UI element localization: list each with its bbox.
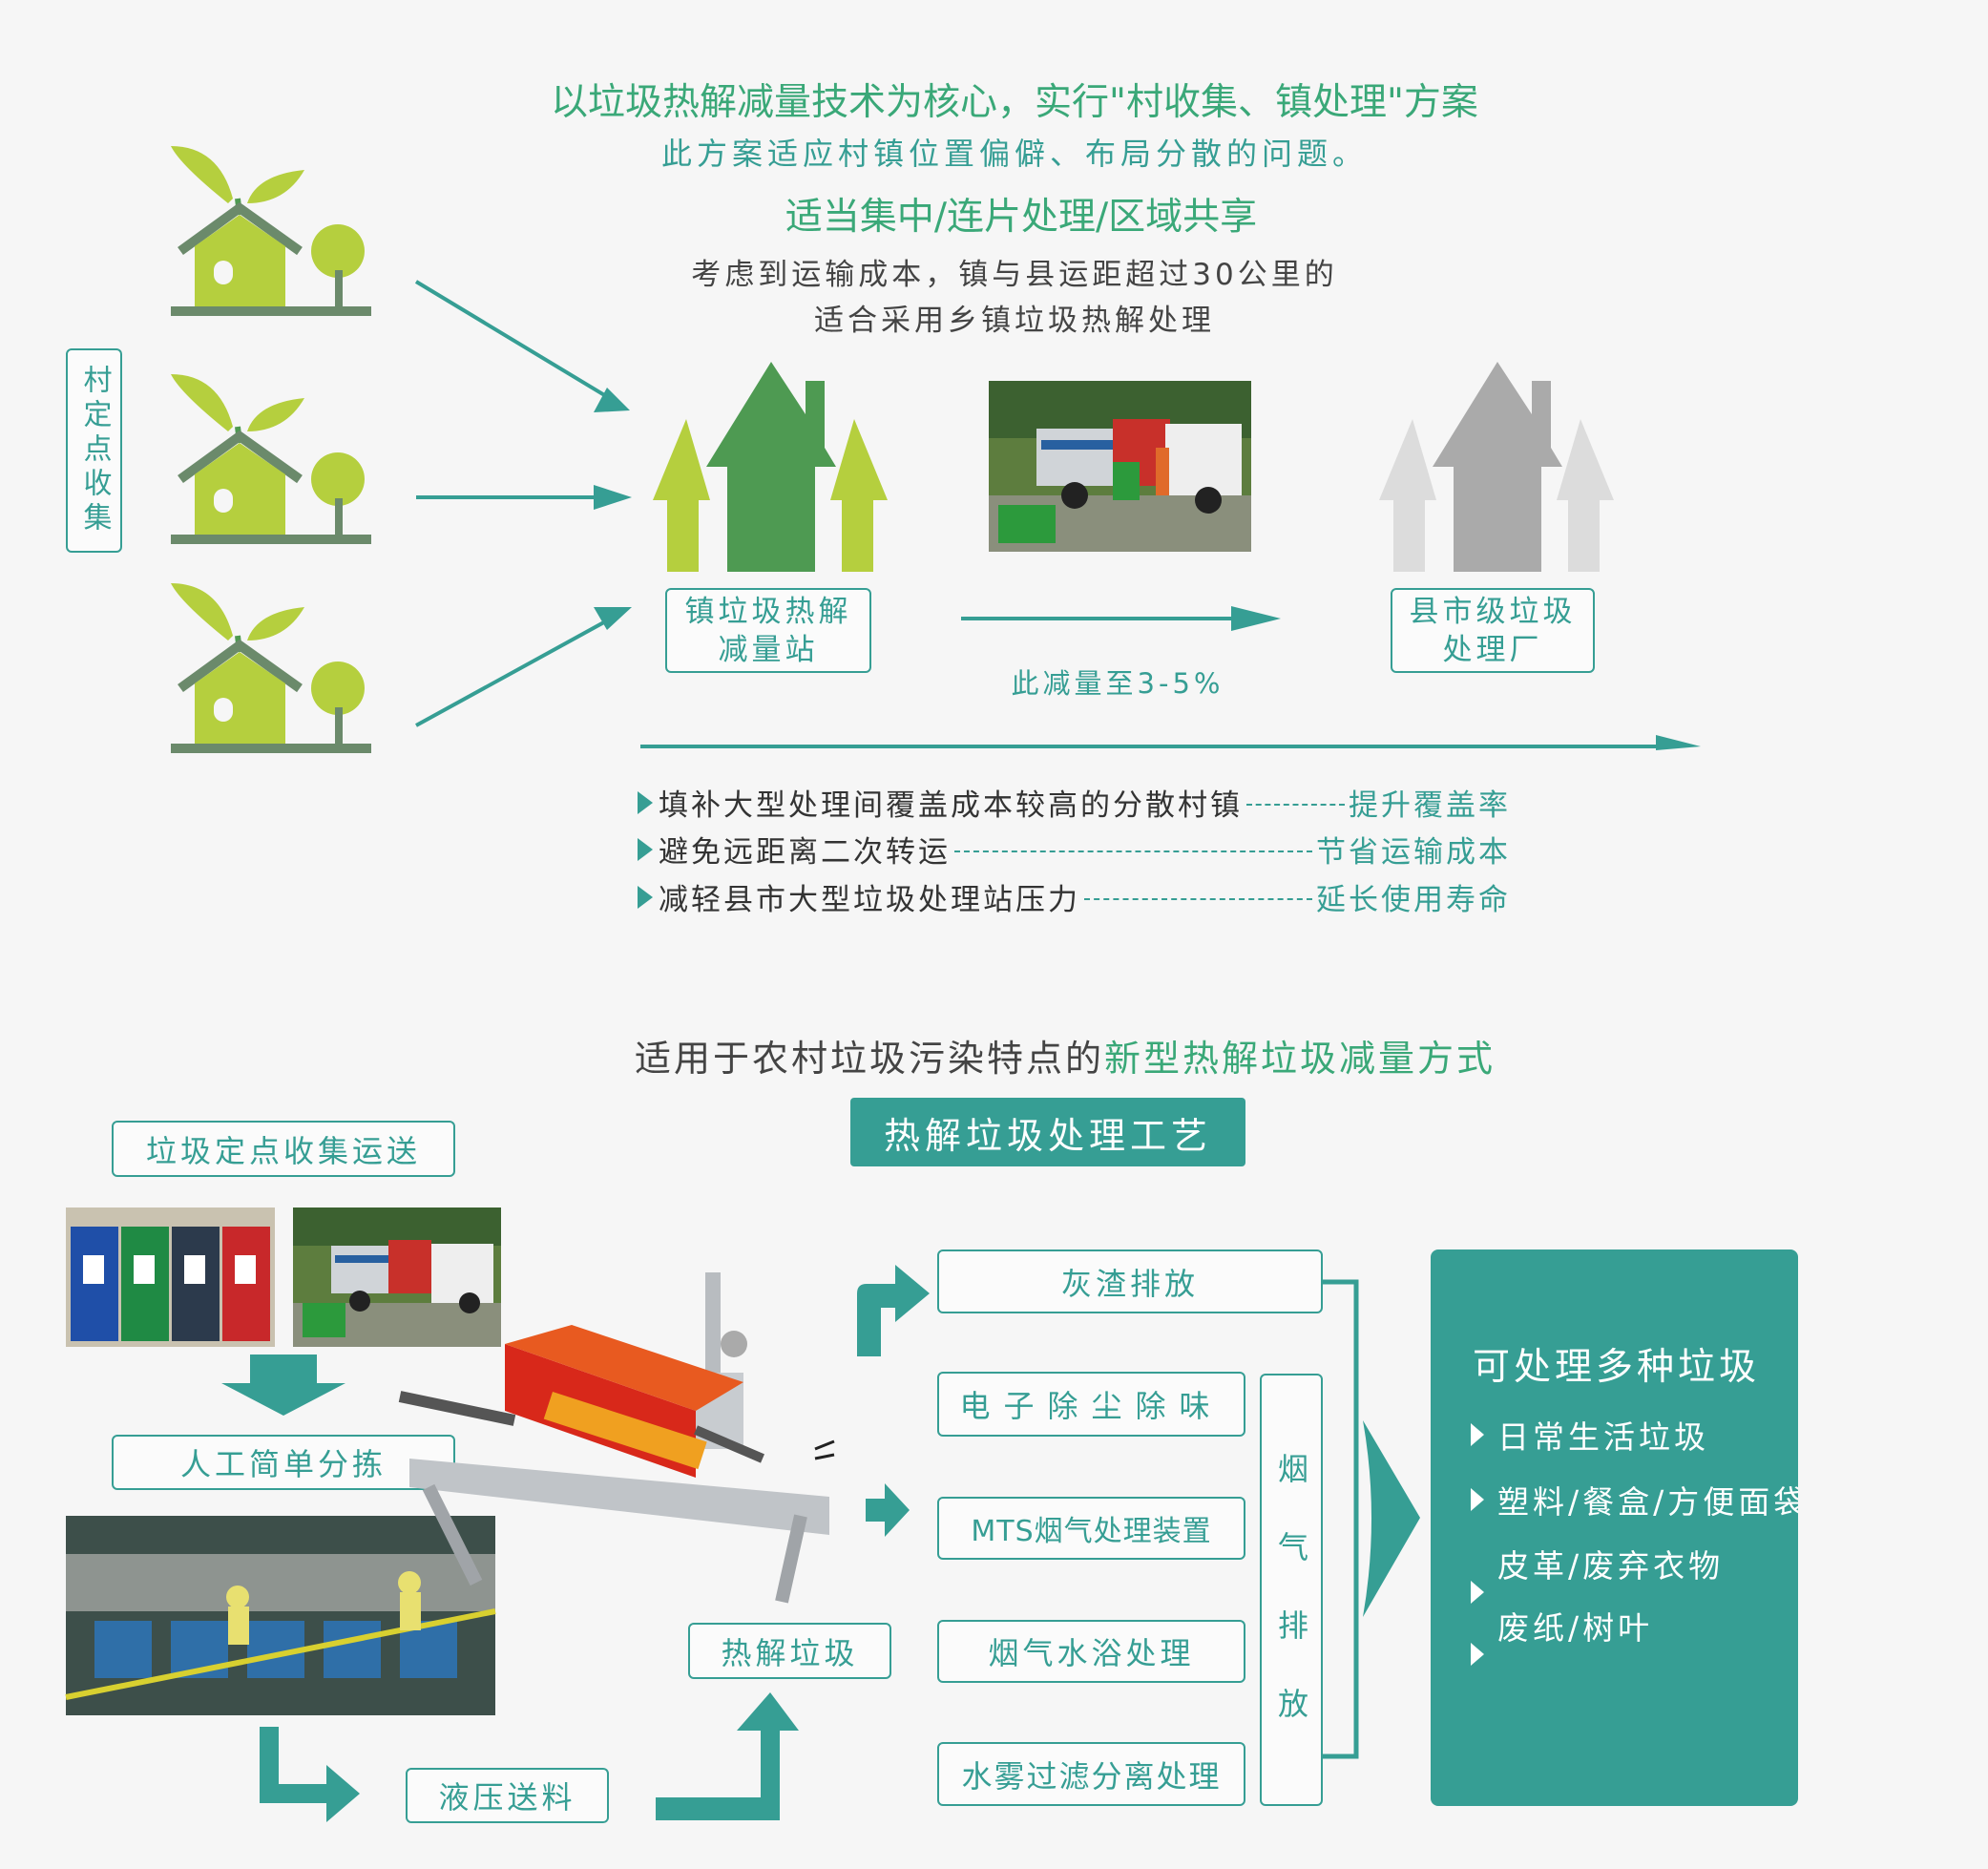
triangle-bullet-icon [1471, 1423, 1484, 1446]
turn-up-arrow-icon [656, 1692, 799, 1820]
feed-label: 液压送料 [406, 1768, 609, 1823]
county-plant-icon [1379, 362, 1614, 572]
benefit-text: 填补大型处理间覆盖成本较高的分散村镇 [659, 788, 1243, 823]
water-bath-box: 烟气水浴处理 [937, 1620, 1245, 1683]
turn-right-arrow-icon [260, 1727, 360, 1822]
dash-line [954, 850, 1312, 852]
capability-item: 废纸/树叶 [1471, 1603, 1653, 1666]
capability-item: 皮革/废弃衣物 [1471, 1541, 1724, 1604]
capability-text: 塑料/餐盒/方便面袋 [1497, 1483, 1798, 1521]
garbage-truck-photo-small [293, 1208, 501, 1347]
subtitle: 此方案适应村镇位置偏僻、布局分散的问题。 [660, 136, 1368, 172]
ash-discharge-box: 灰渣排放 [937, 1250, 1323, 1313]
village-house-icon [171, 374, 371, 544]
pyrolysis-machine-image [398, 1272, 835, 1604]
note-line-1: 考虑到运输成本，镇与县运距超过30公里的 [691, 258, 1338, 292]
sort-label: 人工简单分拣 [112, 1435, 455, 1490]
benefit-text: 避免远距离二次转运 [659, 835, 951, 870]
capability-text: 日常生活垃圾 [1497, 1418, 1709, 1456]
capability-item: 日常生活垃圾 [1471, 1412, 1709, 1458]
main-title: 以垃圾热解减量技术为核心，实行"村收集、镇处理"方案 [551, 81, 1478, 124]
triangle-bullet-icon [638, 885, 653, 909]
benefit-result: 提升覆盖率 [1349, 788, 1511, 823]
reduction-text: 此减量至3-5% [1011, 667, 1224, 700]
pyrolysis-label: 热解垃圾 [688, 1623, 891, 1679]
benefit-text: 减轻县市大型垃圾处理站压力 [659, 883, 1080, 917]
section-title: 适用于农村垃圾污染特点的新型热解垃圾减量方式 [0, 1029, 1988, 1082]
county-plant-label: 县市级垃圾处理厂 [1391, 588, 1595, 673]
triangle-bullet-icon [1471, 1488, 1484, 1511]
triangle-bullet-icon [1471, 1581, 1484, 1604]
bracket-and-chevron [1323, 1279, 1420, 1759]
down-arrow-icon [221, 1354, 345, 1416]
capability-item: 塑料/餐盒/方便面袋 [1471, 1477, 1798, 1522]
right-arrow-icon [866, 1483, 910, 1537]
dash-line [1246, 803, 1345, 806]
manual-sorting-photo [65, 1516, 496, 1715]
process-title-button: 热解垃圾处理工艺 [850, 1098, 1245, 1166]
triangle-bullet-icon [638, 837, 653, 861]
up-right-arrow-icon [857, 1265, 930, 1356]
collect-label: 垃圾定点收集运送 [112, 1121, 455, 1177]
triangle-bullet-icon [638, 790, 653, 814]
water-mist-filter-box: 水雾过滤分离处理 [937, 1742, 1245, 1806]
electronic-dust-removal-box: 电子除尘除味 [937, 1372, 1245, 1437]
capability-text: 皮革/废弃衣物 [1497, 1547, 1725, 1585]
capabilities-panel: 可处理多种垃圾 日常生活垃圾 塑料/餐盒/方便面袋 皮革/废弃衣物 废纸/树叶 [1431, 1250, 1798, 1806]
arrow-village-3 [415, 617, 612, 727]
mts-flue-gas-box: MTS烟气处理装置 [937, 1497, 1245, 1560]
arrow-village-1 [414, 280, 613, 401]
section-title-prefix: 适用于农村垃圾污染特点的 [634, 1038, 1104, 1080]
slogan: 适当集中/连片处理/区域共享 [785, 196, 1258, 239]
sorting-bins-photo [66, 1208, 275, 1347]
triangle-bullet-icon [1471, 1643, 1484, 1666]
benefit-item: 减轻县市大型垃圾处理站压力 延长使用寿命 [638, 875, 1511, 918]
dash-line [1084, 897, 1312, 900]
benefit-result: 延长使用寿命 [1316, 883, 1511, 917]
benefit-result: 节省运输成本 [1316, 835, 1511, 870]
capability-text: 废纸/树叶 [1497, 1609, 1654, 1647]
town-station-icon [653, 362, 888, 572]
benefit-item: 填补大型处理间覆盖成本较高的分散村镇 提升覆盖率 [638, 781, 1511, 824]
benefit-item: 避免远距离二次转运 节省运输成本 [638, 828, 1511, 871]
note-line-2: 适合采用乡镇垃圾热解处理 [814, 304, 1215, 338]
village-collection-label: 村定点收集 [66, 348, 122, 553]
village-house-icon [171, 146, 371, 316]
flue-gas-exhaust-box: 烟气排放 [1260, 1374, 1323, 1806]
capabilities-title: 可处理多种垃圾 [1473, 1346, 1761, 1389]
section-title-highlight: 新型热解垃圾减量方式 [1104, 1038, 1496, 1080]
village-house-icon [171, 583, 371, 753]
town-station-label: 镇垃圾热解减量站 [665, 588, 871, 673]
garbage-truck-photo [989, 381, 1251, 552]
